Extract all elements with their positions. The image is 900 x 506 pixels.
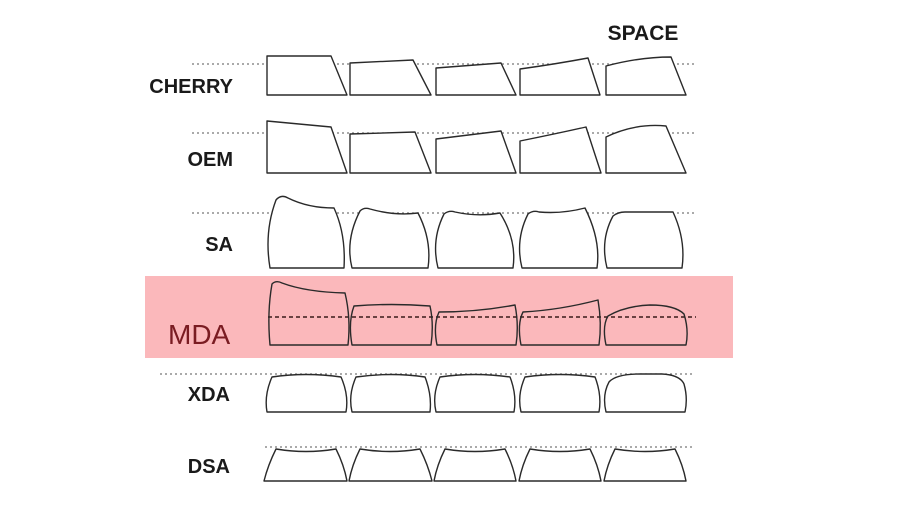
keycap-space xyxy=(603,211,684,269)
keycap-row1 xyxy=(266,120,348,174)
profile-label-oem: OEM xyxy=(187,149,233,171)
keycap-space xyxy=(603,373,687,413)
keycap-row3 xyxy=(435,62,517,96)
keycap-row1 xyxy=(265,373,348,413)
keycap-row3 xyxy=(433,448,517,482)
keycap-space xyxy=(603,448,687,482)
keycap-row4 xyxy=(518,373,601,413)
keycap-row1 xyxy=(267,195,345,269)
space-header-label: SPACE xyxy=(608,22,679,45)
keycap-row4 xyxy=(518,299,601,346)
keycap-row3 xyxy=(434,210,515,269)
profile-label-dsa: DSA xyxy=(188,456,230,478)
profile-row-xda: XDA xyxy=(160,373,695,413)
keycap-row3 xyxy=(433,373,516,413)
keycap-row4 xyxy=(519,126,602,174)
keycap-space xyxy=(605,124,687,174)
keycap-row4 xyxy=(518,207,599,269)
profile-label-xda: XDA xyxy=(188,384,230,406)
profile-label-cherry: CHERRY xyxy=(149,76,233,98)
keycap-row4 xyxy=(518,448,602,482)
keycap-row2 xyxy=(349,59,432,96)
keycap-row3 xyxy=(435,130,517,174)
keycap-row2 xyxy=(349,303,433,346)
keycap-row3 xyxy=(434,304,518,346)
keycap-space xyxy=(605,56,687,96)
keycap-row2 xyxy=(349,373,432,413)
keycap-row1 xyxy=(266,55,348,96)
profile-label-sa: SA xyxy=(205,234,233,256)
keycap-space xyxy=(603,304,688,346)
profile-row-oem: OEM xyxy=(187,120,695,174)
keycap-row2 xyxy=(349,131,432,174)
profile-row-dsa: DSA xyxy=(188,446,695,482)
profile-row-mda: MDA xyxy=(168,281,696,350)
profile-label-mda: MDA xyxy=(168,319,231,350)
profile-row-cherry: CHERRY xyxy=(149,55,695,98)
profile-row-sa: SA xyxy=(192,195,695,269)
keycap-row4 xyxy=(519,57,601,96)
keycap-row1 xyxy=(263,448,348,482)
keycap-row2 xyxy=(348,448,433,482)
keycap-row2 xyxy=(349,207,430,269)
keycap-row1 xyxy=(268,281,350,346)
